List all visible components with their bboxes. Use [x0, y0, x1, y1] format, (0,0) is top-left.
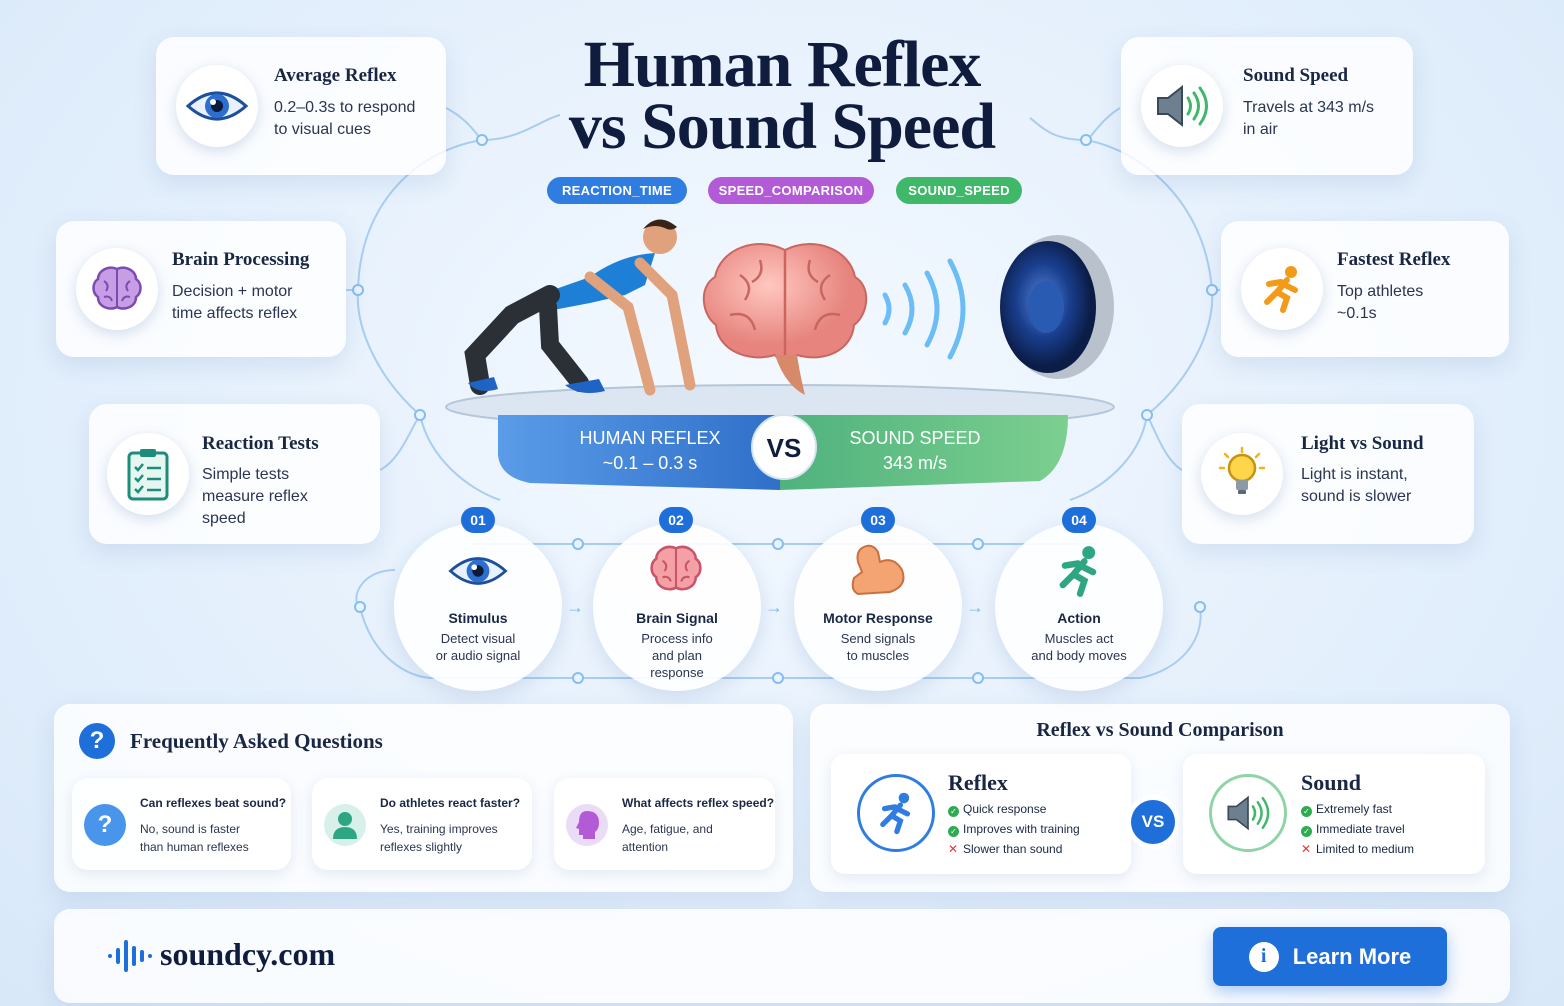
check-icon: ✓: [948, 806, 959, 817]
step-arrow: →: [966, 597, 984, 617]
step-arrow: →: [566, 597, 584, 617]
tag-speed-comparison: SPEED_COMPARISON: [708, 177, 874, 204]
brain-icon: [648, 544, 704, 599]
tag-reaction-time: REACTION_TIME: [547, 177, 687, 204]
step-arrow: →: [765, 597, 783, 617]
cross-icon: ✕: [1301, 842, 1312, 856]
tag-sound-speed: SOUND_SPEED: [896, 177, 1022, 204]
person-icon: [324, 804, 366, 846]
speaker-icon: [1209, 774, 1287, 852]
comparison-heading: Reflex vs Sound Comparison: [1036, 719, 1284, 741]
platform-right-value: 343 m/s: [883, 453, 947, 473]
faq-question: What affects reflex speed?: [622, 796, 775, 810]
step-title: Brain Signal: [636, 610, 718, 626]
faq-item[interactable]: What affects reflex speed? Age, fatigue,…: [554, 778, 775, 870]
runner-icon: [1052, 544, 1106, 603]
info-icon: i: [1248, 941, 1279, 972]
question-icon: ?: [79, 723, 115, 759]
card-title: Light vs Sound: [1301, 433, 1424, 454]
card-title: Fastest Reflex: [1337, 249, 1451, 270]
platform-right-label: SOUND SPEED: [849, 428, 980, 448]
faq-item[interactable]: ? Can reflexes beat sound? No, sound is …: [72, 778, 291, 870]
learn-more-label: Learn More: [1292, 943, 1412, 969]
muscle-icon: [850, 542, 908, 601]
question-icon: ?: [84, 804, 126, 846]
card-fastest-reflex: Fastest Reflex Top athletes~0.1s: [1221, 221, 1509, 357]
step-number: 02: [659, 507, 693, 533]
head-icon: [566, 804, 608, 846]
check-icon: ✓: [948, 826, 959, 837]
runner-icon: [1241, 248, 1323, 330]
comparison-title: Sound: [1301, 770, 1361, 795]
runner-icon: [857, 774, 935, 852]
check-icon: ✓: [1301, 826, 1312, 837]
comparison-item: ✓Quick response: [948, 802, 1046, 817]
comparison-reflex-card: Reflex ✓Quick response ✓Improves with tr…: [831, 754, 1131, 874]
card-text: Light is instant,sound is slower: [1301, 466, 1412, 505]
brain-icon: [76, 248, 158, 330]
step-title: Action: [1057, 610, 1101, 626]
faq-heading: Frequently Asked Questions: [130, 729, 383, 753]
step-number: 01: [461, 507, 495, 533]
comparison-sound-card: Sound ✓Extremely fast ✓Immediate travel …: [1183, 754, 1485, 874]
card-title: Average Reflex: [274, 65, 397, 86]
eye-icon: [176, 65, 258, 147]
lightbulb-icon: [1201, 433, 1283, 515]
card-text: Top athletes~0.1s: [1337, 283, 1424, 322]
brand-name[interactable]: soundcy.com: [160, 936, 336, 972]
comparison-item: ✕Slower than sound: [948, 842, 1063, 856]
hero-illustration: HUMAN REFLEX ~0.1 – 0.3 s SOUND SPEED 34…: [445, 219, 1115, 490]
platform-left-value: ~0.1 – 0.3 s: [603, 453, 698, 473]
comparison-item: ✓Extremely fast: [1301, 802, 1392, 817]
faq-question: Do athletes react faster?: [380, 796, 521, 810]
comparison-item: ✕Limited to medium: [1301, 842, 1415, 856]
check-icon: ✓: [1301, 806, 1312, 817]
comparison-item: ✓Immediate travel: [1301, 822, 1405, 837]
soundwave-logo-icon: [107, 938, 153, 979]
faq-question: Can reflexes beat sound?: [140, 796, 287, 810]
comparison-item: ✓Improves with training: [948, 822, 1080, 837]
card-title: Brain Processing: [172, 249, 310, 270]
step-number: 03: [861, 507, 895, 533]
step-title: Motor Response: [823, 610, 933, 626]
card-title: Reaction Tests: [202, 433, 319, 454]
platform-left-label: HUMAN REFLEX: [579, 428, 720, 448]
platform-vs: VS: [767, 433, 802, 463]
comparison-title: Reflex: [948, 770, 1008, 795]
step-circle-1: [394, 523, 562, 691]
card-title: Sound Speed: [1243, 65, 1349, 86]
card-light-vs-sound: Light vs Sound Light is instant,sound is…: [1182, 404, 1474, 544]
learn-more-button[interactable]: i Learn More: [1213, 927, 1447, 986]
cross-icon: ✕: [948, 842, 959, 856]
faq-item[interactable]: Do athletes react faster? Yes, training …: [312, 778, 532, 870]
clipboard-icon: [107, 433, 189, 515]
page-title: Human Reflex vs Sound Speed: [568, 28, 996, 163]
eye-icon: [448, 552, 508, 595]
speaker-icon: [1141, 65, 1223, 147]
step-number: 04: [1062, 507, 1096, 533]
step-title: Stimulus: [448, 610, 508, 626]
step-circle-4: [995, 523, 1163, 691]
comparison-vs: VS: [1131, 800, 1175, 844]
